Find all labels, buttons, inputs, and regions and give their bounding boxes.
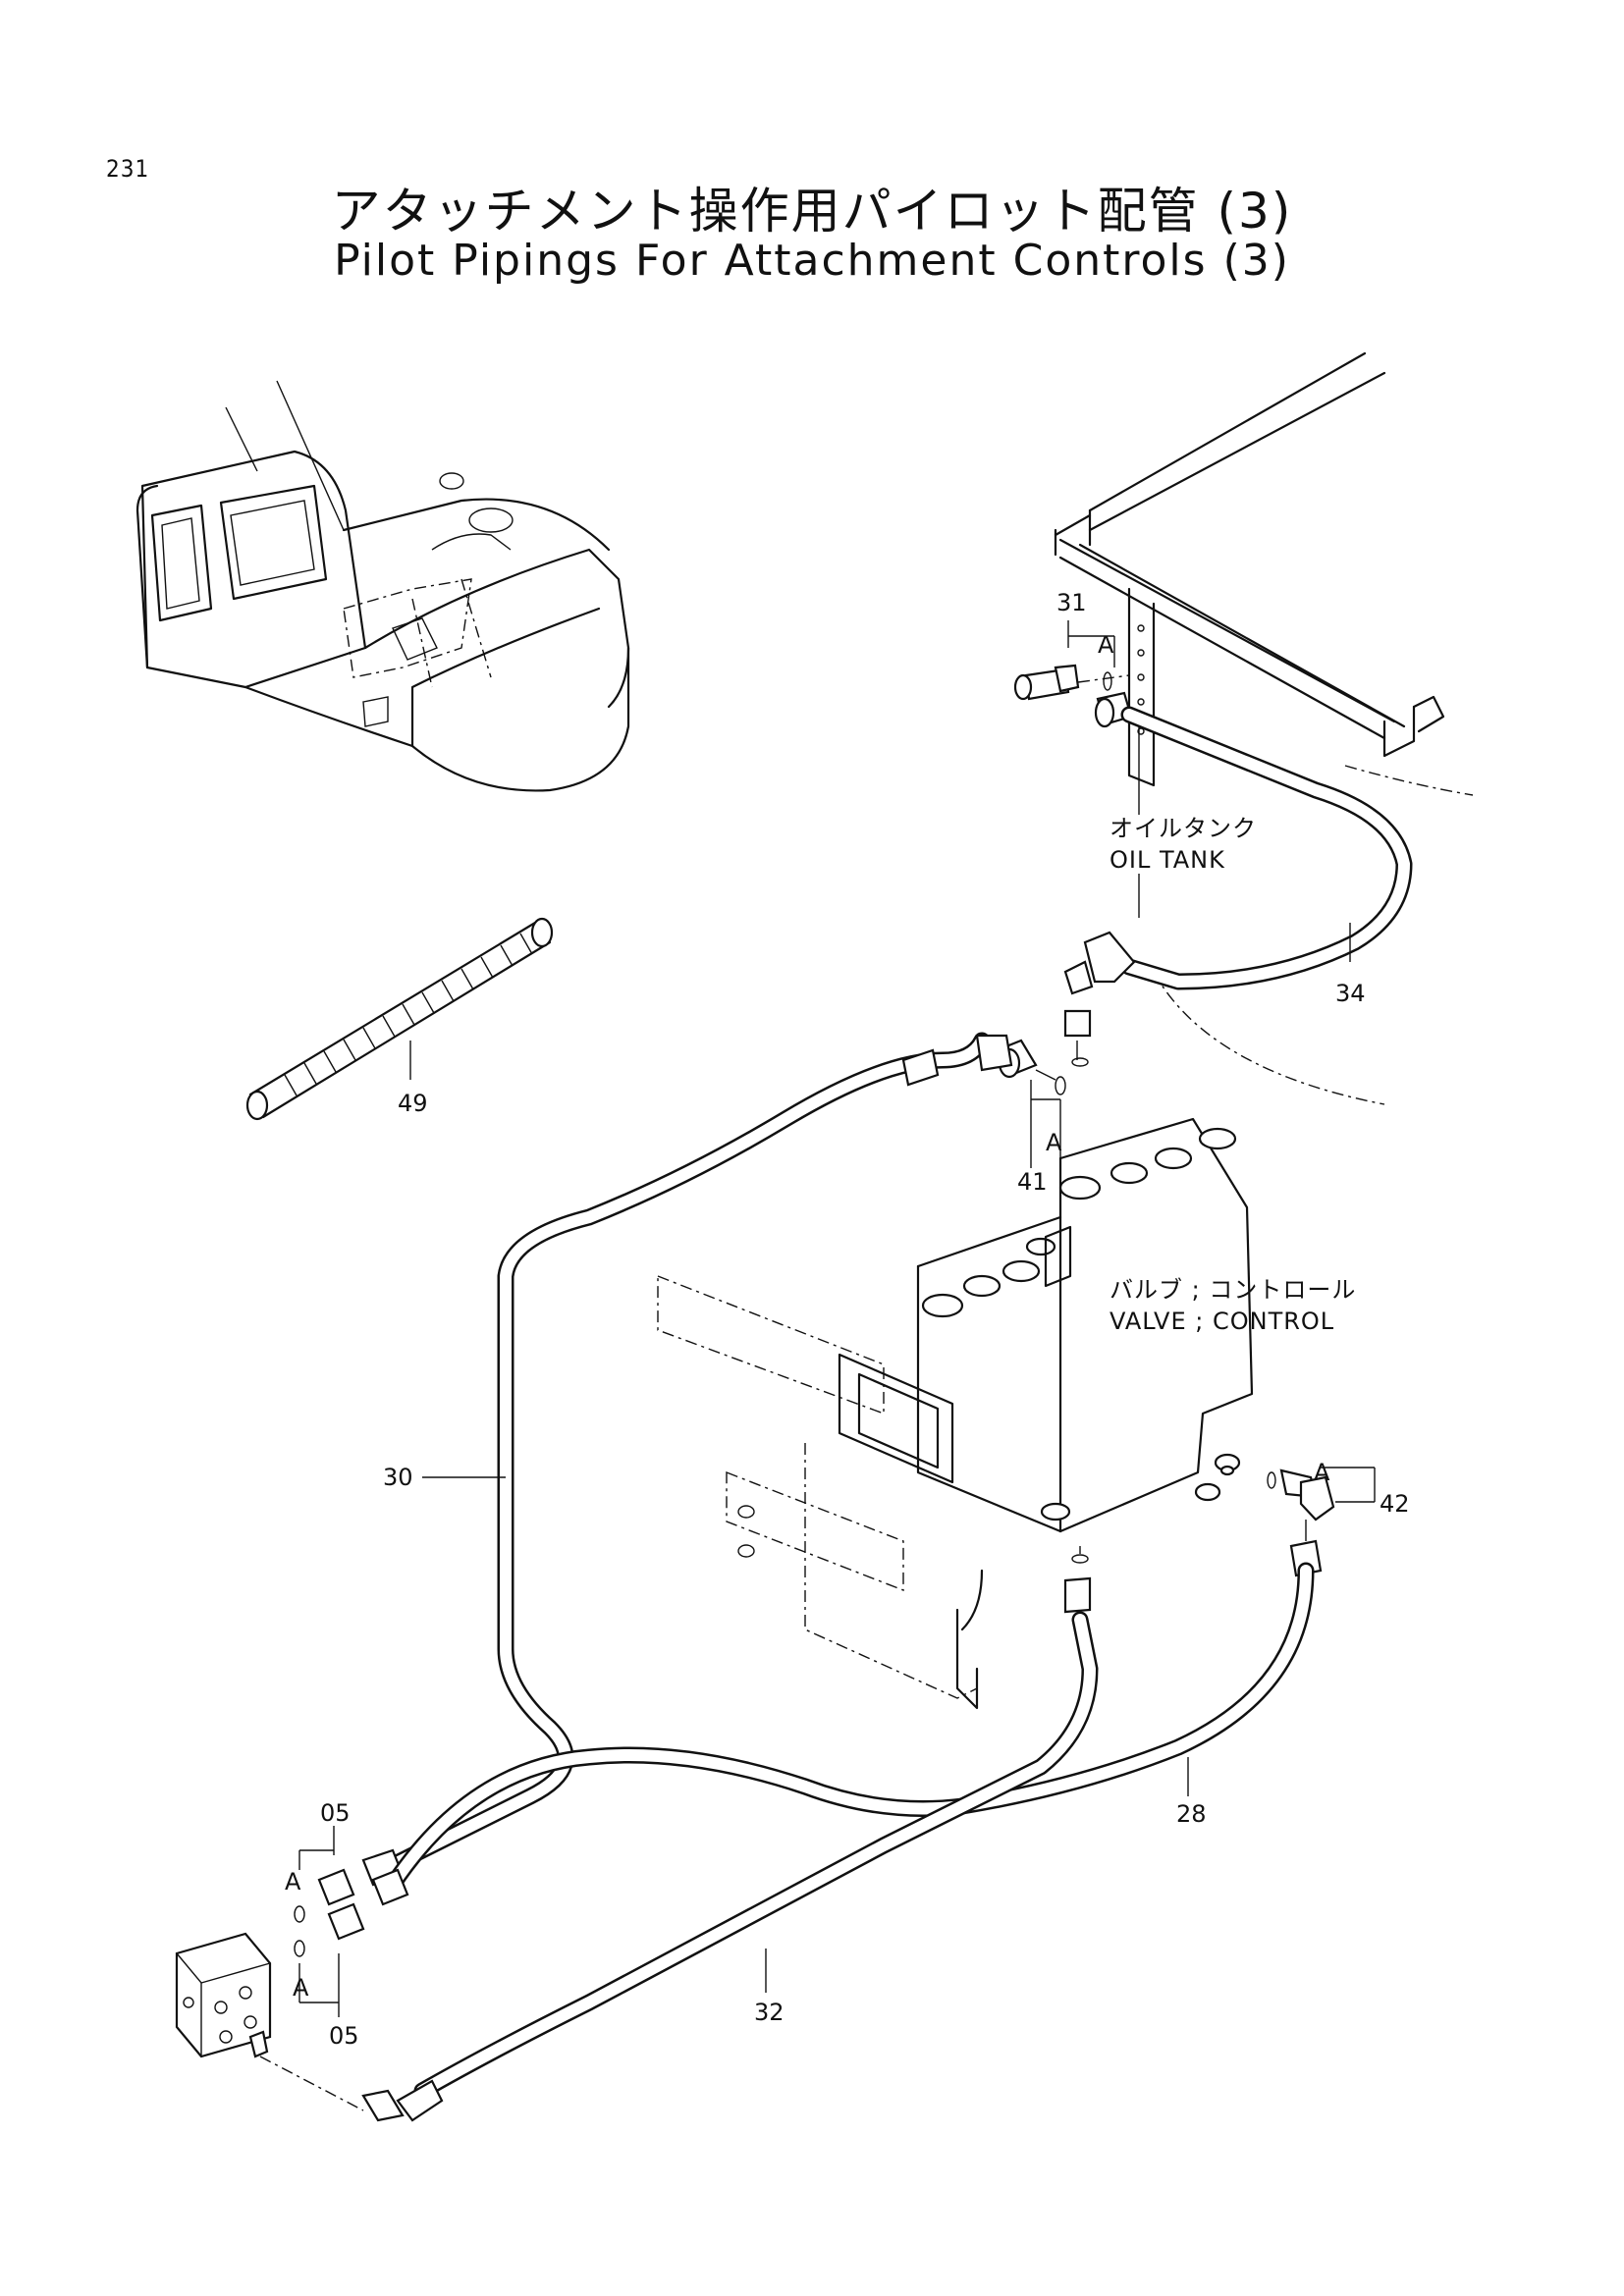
part-label-32: 32: [754, 1999, 785, 2026]
excavator-overview: [135, 380, 630, 792]
valve-label-jp: バルブ ; コントロール: [1110, 1276, 1356, 1304]
part-label-05-bottom: 05: [329, 2022, 359, 2050]
part-label-41: 41: [1017, 1168, 1048, 1196]
detail-marker-a-05-top: A: [285, 1868, 301, 1896]
hose-30: [361, 1032, 1013, 1887]
protector-49: [245, 917, 554, 1121]
fittings-05: [294, 1868, 365, 1957]
detail-marker-a-31: A: [1098, 631, 1114, 659]
fitting-31: [1013, 664, 1133, 728]
part-label-31: 31: [1056, 589, 1087, 616]
leader-lines: [298, 620, 1376, 2017]
part-label-34: 34: [1335, 980, 1366, 1007]
oil-tank-label-en: OIL TANK: [1110, 846, 1225, 874]
title-japanese: アタッチメント操作用パイロット配管 (3): [331, 183, 1293, 240]
part-label-30: 30: [383, 1464, 413, 1491]
detail-marker-a-42: A: [1314, 1459, 1330, 1486]
part-label-42: 42: [1380, 1490, 1410, 1518]
page-number: 231: [106, 155, 150, 183]
hose-32: [361, 1611, 1099, 2122]
part-label-05-top: 05: [320, 1799, 351, 1827]
detail-marker-a-05-bottom: A: [293, 1974, 309, 2002]
oil-tank-label-jp: オイルタンク: [1110, 815, 1257, 842]
valve-label-en: VALVE ; CONTROL: [1110, 1308, 1334, 1335]
detail-marker-a-41: A: [1046, 1129, 1062, 1156]
title-english: Pilot Pipings For Attachment Controls (3…: [334, 236, 1290, 286]
control-valve: [657, 1117, 1254, 1710]
hose-34: [1063, 706, 1413, 1067]
part-label-49: 49: [398, 1090, 428, 1117]
hose-28: [371, 1562, 1315, 1906]
part-label-28: 28: [1176, 1800, 1207, 1828]
pilot-block: [175, 1932, 364, 2111]
oil-tank-frame: [1054, 351, 1474, 1105]
